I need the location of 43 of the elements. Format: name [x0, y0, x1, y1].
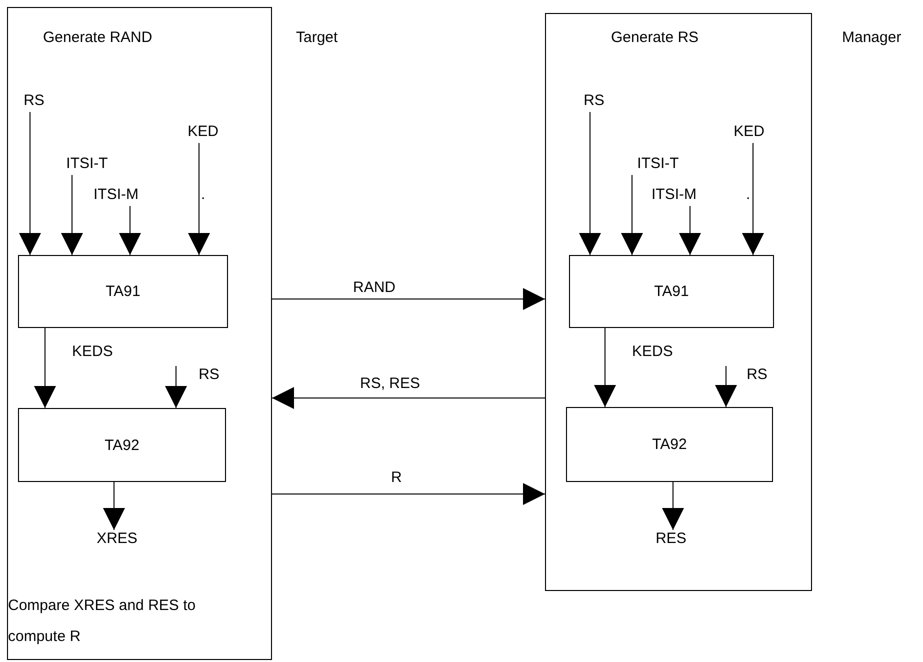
- process-box: TA91: [569, 255, 774, 328]
- signal-label: XRES: [90, 530, 144, 550]
- arrow: [165, 366, 187, 408]
- signal-label: KED: [728, 123, 770, 143]
- signal-label: RES: [650, 530, 692, 550]
- process-box: TA92: [566, 407, 773, 482]
- container-title: Generate RS: [611, 28, 699, 48]
- signal-label: RS: [192, 366, 226, 386]
- edge-label: RS, RES: [358, 375, 422, 392]
- signal-label: ITSI-M: [645, 186, 703, 206]
- arrow: [679, 206, 701, 256]
- note-text: Compare XRES and RES to compute R: [8, 596, 197, 647]
- arrow: [742, 142, 764, 256]
- dot-mark: .: [201, 186, 206, 203]
- process-box: TA91: [18, 255, 228, 328]
- arrow: [272, 288, 546, 310]
- container-box: [545, 13, 812, 591]
- arrow: [61, 174, 83, 256]
- signal-label: ITSI-M: [86, 186, 146, 206]
- side-label: Target: [296, 29, 338, 46]
- arrow: [119, 206, 141, 256]
- container-box: [7, 7, 272, 660]
- signal-label: RS: [578, 92, 610, 112]
- signal-label: ITSI-T: [58, 155, 116, 175]
- dot-mark: .: [746, 186, 750, 203]
- signal-label: RS: [740, 366, 774, 386]
- arrow: [715, 366, 737, 408]
- arrow: [272, 483, 546, 505]
- signal-label: RS: [18, 92, 50, 112]
- arrow: [19, 112, 41, 256]
- arrow: [662, 482, 684, 530]
- side-label: Manager: [842, 29, 902, 46]
- container-title: Generate RAND: [43, 28, 152, 48]
- arrow: [594, 328, 616, 408]
- signal-label: KED: [182, 123, 224, 143]
- process-box: TA92: [18, 408, 226, 482]
- arrow: [621, 174, 643, 256]
- arrow: [272, 387, 546, 409]
- arrow: [103, 482, 125, 530]
- arrow: [579, 112, 601, 256]
- arrow: [188, 142, 210, 256]
- signal-label: ITSI-T: [630, 155, 686, 175]
- arrow: [34, 328, 56, 408]
